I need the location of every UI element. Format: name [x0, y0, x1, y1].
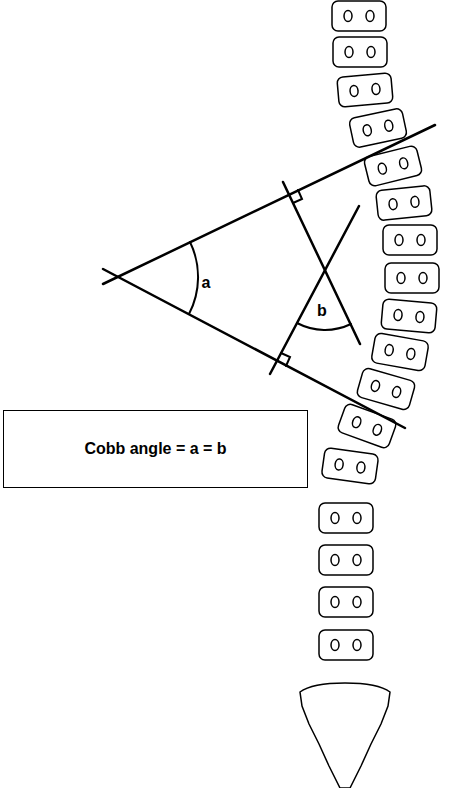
- upper-endplate-line: [103, 125, 435, 284]
- pedicle: [391, 386, 402, 399]
- lower-endplate-line: [103, 269, 405, 428]
- vertebra: [319, 503, 373, 533]
- vertebra: [356, 367, 416, 411]
- caption-text: Cobb angle = a = b: [84, 440, 226, 458]
- vertebra: [336, 403, 397, 450]
- vertebra: [332, 1, 386, 31]
- pedicle: [395, 235, 403, 246]
- pedicle: [362, 124, 372, 136]
- pedicle: [389, 198, 398, 210]
- vertebra-body: [321, 447, 379, 484]
- vertebra: [337, 73, 393, 108]
- pedicle: [384, 344, 394, 356]
- angle-label: b: [317, 302, 327, 320]
- pedicle: [366, 11, 374, 22]
- vertebra: [319, 630, 373, 660]
- pedicle: [417, 235, 425, 246]
- vertebra-body: [332, 1, 386, 31]
- vertebra-body: [381, 299, 437, 334]
- vertebra: [376, 185, 433, 220]
- vertebra-body: [336, 403, 397, 450]
- pedicle: [397, 273, 405, 284]
- pedicle: [331, 513, 339, 524]
- caption-box: Cobb angle = a = b: [3, 410, 308, 488]
- pedicle: [370, 380, 381, 393]
- pedicle: [350, 85, 359, 97]
- pedicle: [353, 555, 361, 566]
- right-angle-mark: [293, 190, 302, 203]
- vertebra: [333, 37, 387, 67]
- perpendicular-line: [270, 206, 359, 374]
- cobb-lines: [103, 125, 435, 428]
- pedicle: [356, 462, 365, 474]
- pedicle: [377, 162, 387, 175]
- vertebra-body: [356, 367, 416, 411]
- vertebra: [385, 263, 439, 293]
- pedicle: [345, 47, 353, 58]
- angle-label: a: [202, 274, 211, 292]
- vertebra-body: [363, 145, 423, 187]
- vertebra: [383, 225, 437, 255]
- vertebra-body: [319, 503, 373, 533]
- vertebra-body: [376, 185, 433, 220]
- pedicle: [331, 640, 339, 651]
- pedicle: [415, 311, 424, 323]
- pedicle: [398, 157, 408, 170]
- pedicle: [406, 348, 416, 360]
- right-angle-mark: [281, 353, 290, 366]
- vertebra-column: [319, 1, 439, 660]
- pedicle: [410, 196, 419, 208]
- vertebra-body: [319, 630, 373, 660]
- pedicle: [384, 120, 394, 132]
- pedicle: [353, 597, 361, 608]
- pedicle: [331, 555, 339, 566]
- pedicle: [371, 83, 380, 95]
- pedicle: [419, 273, 427, 284]
- vertebra-body: [385, 263, 439, 293]
- pedicle: [372, 423, 383, 436]
- angle-arc: [189, 242, 198, 314]
- vertebra: [363, 145, 423, 187]
- pedicle: [367, 47, 375, 58]
- pedicle: [344, 11, 352, 22]
- vertebra: [371, 333, 429, 372]
- vertebra: [319, 587, 373, 617]
- vertebra-body: [319, 545, 373, 575]
- vertebra-body: [319, 587, 373, 617]
- perpendicular-line: [283, 182, 360, 344]
- pedicle: [353, 640, 361, 651]
- vertebra-body: [337, 73, 393, 108]
- pedicle: [394, 309, 403, 321]
- vertebra-body: [333, 37, 387, 67]
- vertebra-body: [371, 333, 429, 372]
- pedicle: [334, 458, 343, 470]
- pedicle: [331, 597, 339, 608]
- vertebra-body: [383, 225, 437, 255]
- angle-arc: [297, 323, 351, 330]
- vertebra: [321, 447, 379, 484]
- vertebra: [319, 545, 373, 575]
- sacrum: [300, 683, 390, 788]
- vertebra: [381, 299, 437, 334]
- pedicle: [353, 513, 361, 524]
- pedicle: [351, 416, 362, 429]
